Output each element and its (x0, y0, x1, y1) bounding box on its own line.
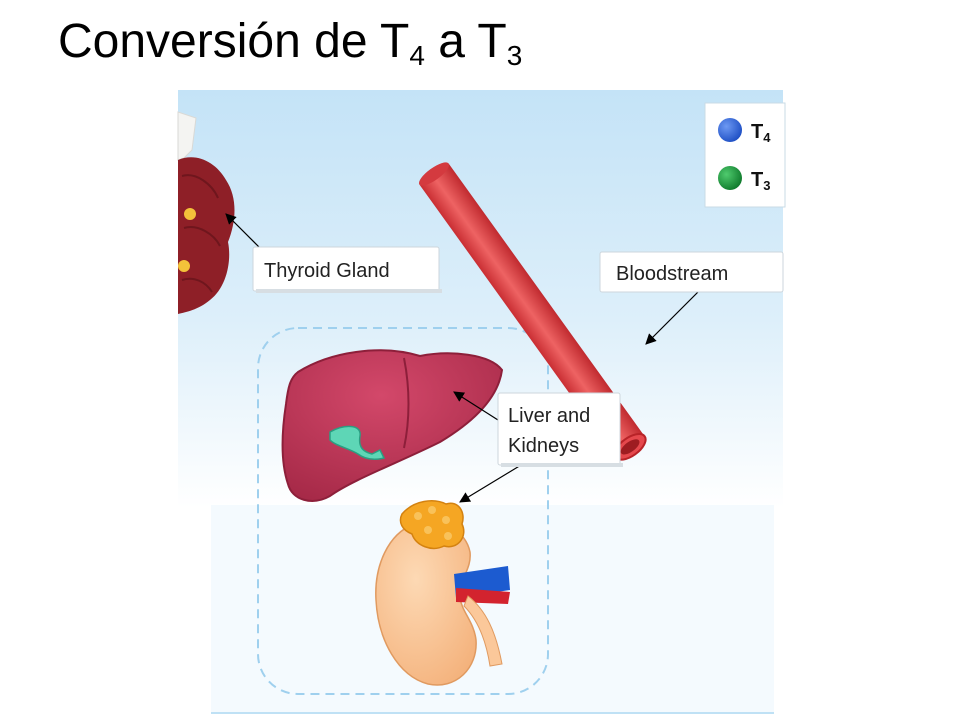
bloodstream-label: Bloodstream (616, 263, 728, 285)
thyroid-label: Thyroid Gland (264, 260, 390, 282)
liver-illustration (281, 349, 504, 502)
liver-kidneys-label-line2: Kidneys (508, 435, 579, 457)
legend: T4 T3 (704, 102, 786, 208)
bloodstream-arrow (645, 289, 701, 345)
legend-label-t4: T4 (751, 121, 771, 145)
liver-kidneys-callout: Liver and Kidneys (453, 391, 623, 503)
liver-kidney-group-box (257, 327, 549, 695)
legend-label-t3: T3 (751, 169, 770, 193)
diagram-background-lower (211, 505, 774, 713)
legend-dot-t3 (718, 166, 742, 190)
liver-arrow (453, 391, 499, 421)
kidney-illustration (375, 500, 510, 686)
bloodstream-vessel (418, 162, 647, 461)
liver-kidneys-label-line1: Liver and (508, 405, 590, 427)
thyroid-arrow (225, 213, 263, 251)
kidney-arrow (459, 461, 527, 503)
thyroid-gland-illustration (177, 111, 235, 314)
page-title: Conversión de T4 a T3 (58, 15, 523, 71)
legend-dot-t4 (718, 118, 742, 142)
diagram-background (178, 90, 783, 508)
thyroid-callout: Thyroid Gland (225, 213, 442, 293)
legend-box (704, 102, 786, 208)
bloodstream-callout: Bloodstream (599, 251, 784, 345)
